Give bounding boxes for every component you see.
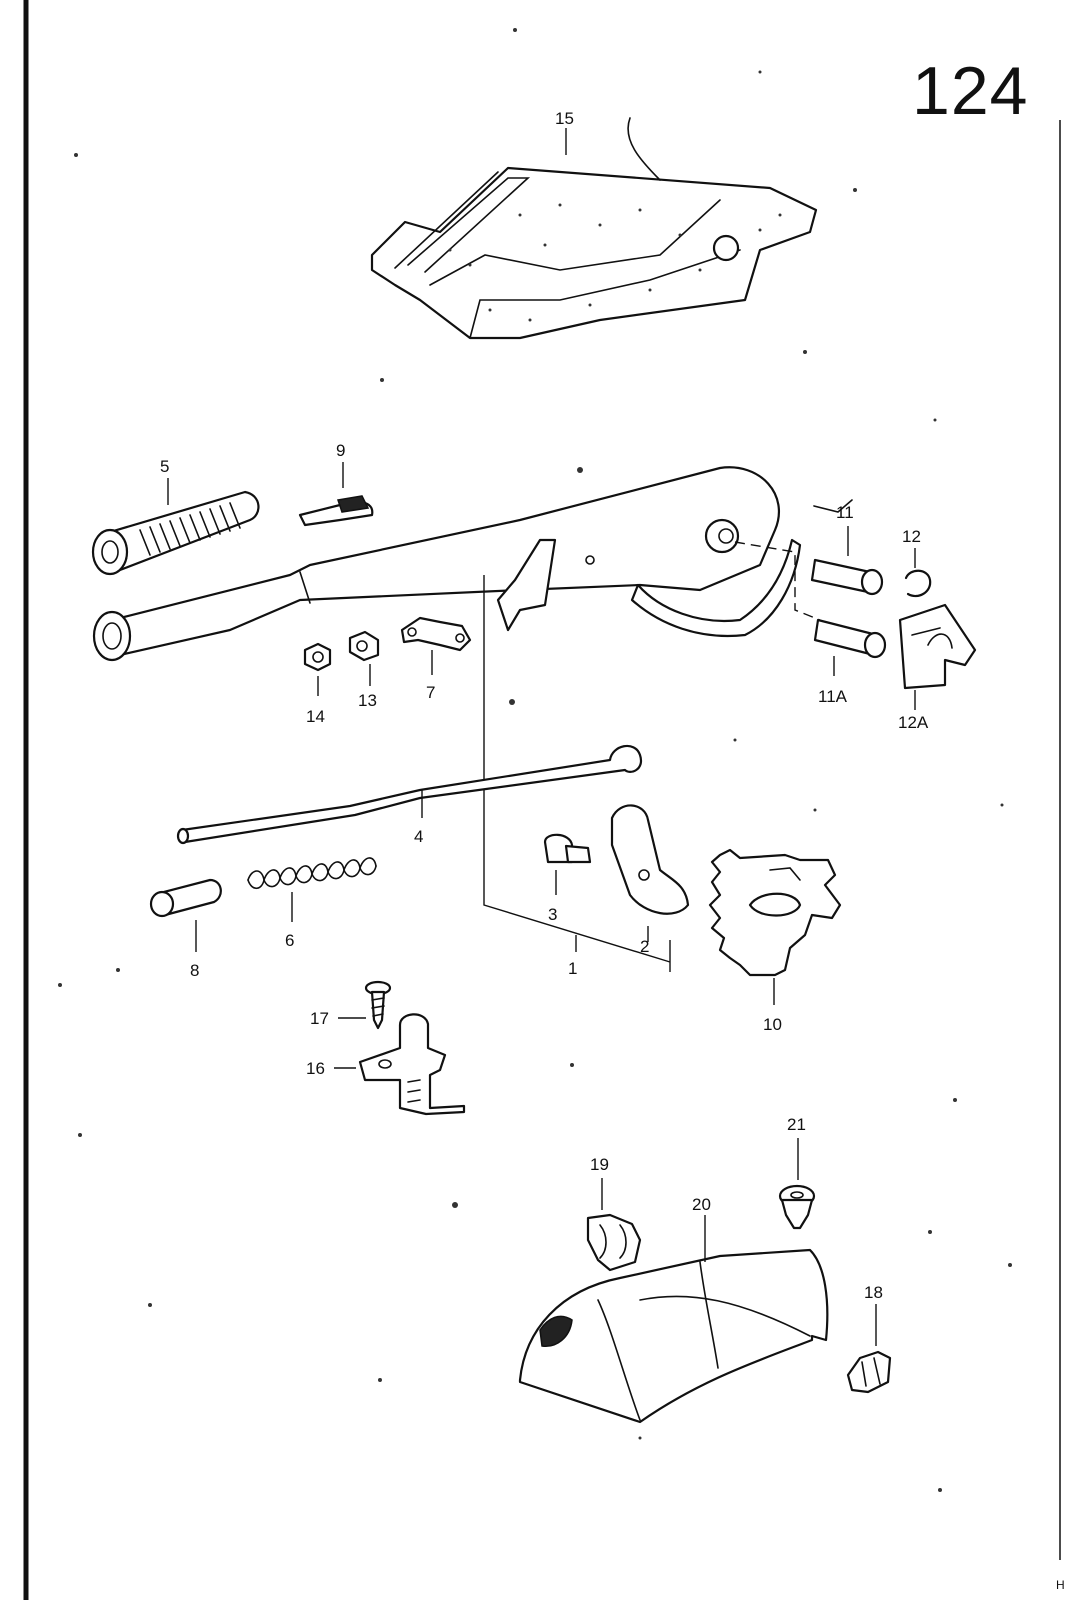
callout-9: 9 — [336, 441, 345, 460]
corner-mark: H — [1056, 1578, 1065, 1592]
callout-7: 7 — [426, 683, 435, 702]
callout-12a: 12A — [898, 713, 929, 732]
page-number: 124 — [912, 53, 1029, 129]
part-5-grip: 5 — [91, 457, 260, 576]
part-21-plug: 21 — [778, 1115, 816, 1230]
part-19-clip: 19 — [586, 1155, 642, 1272]
print-specks — [58, 28, 1012, 1492]
callout-20: 20 — [692, 1195, 711, 1214]
assembly-dash-line — [734, 541, 821, 621]
callout-2: 2 — [640, 937, 649, 956]
callout-3: 3 — [548, 905, 557, 924]
part-12a-retainer: 12A — [898, 603, 977, 732]
callout-1: 1 — [568, 959, 577, 978]
part-10-toothed-segment: 10 — [708, 848, 842, 1034]
callout-4: 4 — [414, 827, 423, 846]
part-2-pawl: 2 — [610, 804, 690, 956]
part-18-clip: 18 — [846, 1283, 892, 1394]
callout-18: 18 — [864, 1283, 883, 1302]
part-3-pin: 3 — [543, 833, 592, 924]
part-11-bushing: 11 — [810, 499, 884, 596]
part-15-boot: 15 — [370, 109, 818, 340]
group-1-bracket — [483, 575, 671, 963]
part-12-clip: 12 — [902, 527, 932, 598]
callout-11a: 11A — [818, 687, 848, 706]
callout-19: 19 — [590, 1155, 609, 1174]
part-7-clamp: 7 — [400, 616, 472, 702]
part-16-bracket: 16 — [306, 1013, 466, 1116]
part-11a-bushing: 11A — [813, 618, 887, 706]
callout-17: 17 — [310, 1009, 329, 1028]
part-13-bolt: 13 — [348, 630, 380, 710]
part-20-cover: 20 — [518, 1195, 829, 1424]
callout-14: 14 — [306, 707, 325, 726]
callout-15: 15 — [555, 109, 574, 128]
callout-5: 5 — [160, 457, 169, 476]
callout-21: 21 — [787, 1115, 806, 1134]
part-17-screw: 17 — [310, 980, 392, 1030]
part-6-spring: 6 — [247, 857, 377, 950]
callout-16: 16 — [306, 1059, 325, 1078]
callout-6: 6 — [285, 931, 294, 950]
handbrake-lever — [92, 466, 802, 662]
callout-12: 12 — [902, 527, 921, 546]
callout-11: 11 — [836, 503, 854, 522]
part-9-button: 9 — [298, 441, 374, 527]
callout-8: 8 — [190, 961, 199, 980]
callout-10: 10 — [763, 1015, 782, 1034]
part-8-cap: 8 — [149, 878, 222, 980]
part-4-rod: 4 — [176, 744, 643, 846]
part-14-nut: 14 — [303, 642, 332, 726]
callout-13: 13 — [358, 691, 377, 710]
